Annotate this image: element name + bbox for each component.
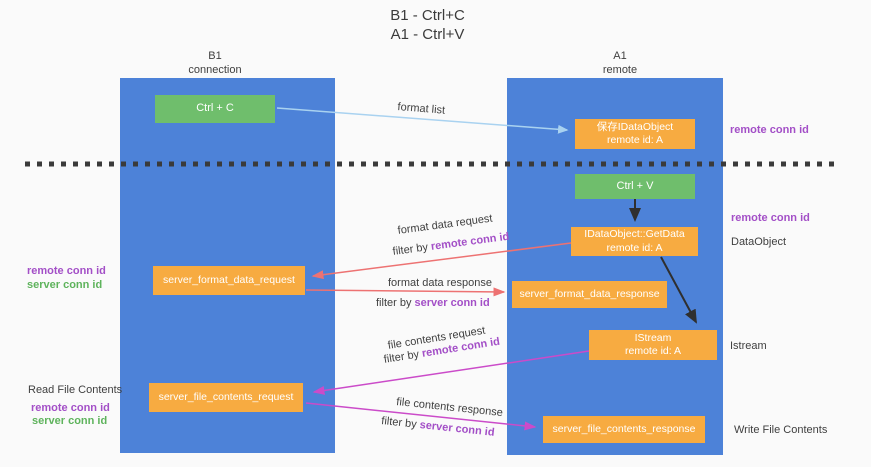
lifeline-b1-name: B1 xyxy=(208,50,222,62)
ctrl-v-label: Ctrl + V xyxy=(616,179,654,192)
server-format-data-request-label: server_format_data_request xyxy=(163,273,295,286)
format-list-label: format list xyxy=(397,101,446,117)
istream-line2: remote id: A xyxy=(624,345,682,357)
server-file-contents-request-box: server_file_contents_request xyxy=(149,383,303,412)
save-dataobject-line2: remote id: A xyxy=(606,134,664,146)
left2-server-conn-id-label: server conn id xyxy=(32,415,108,427)
filter-by-text: filter by xyxy=(392,240,432,258)
server-format-data-response-label: server_format_data_response xyxy=(519,287,660,300)
getdata-box: IDataObject::GetData remote id: A xyxy=(571,227,698,256)
format-data-response-filter-label: filter by server conn id xyxy=(376,297,490,309)
write-file-contents-label: Write File Contents xyxy=(734,424,828,436)
server-file-contents-request-label: server_file_contents_request xyxy=(158,390,294,403)
lifeline-a1-name: A1 xyxy=(613,50,627,62)
filter-by-text: filter by xyxy=(376,297,415,309)
istream-side-label: Istream xyxy=(730,340,767,352)
server-format-data-response-box: server_format_data_response xyxy=(512,281,667,308)
save-dataobject-line1: 保存IDataObject xyxy=(596,120,674,133)
read-file-contents-label: Read File Contents xyxy=(28,384,123,396)
ctrl-c-box: Ctrl + C xyxy=(155,95,275,123)
ctrl-c-label: Ctrl + C xyxy=(196,102,234,115)
server-file-contents-response-box: server_file_contents_response xyxy=(543,416,705,443)
left2-remote-conn-id-label: remote conn id xyxy=(31,402,110,414)
lifeline-b1-role: connection xyxy=(188,64,242,77)
remote-conn-id-text: remote conn id xyxy=(430,230,510,253)
format-data-request-label: format data request xyxy=(397,212,494,237)
title-line-1: B1 - Ctrl+C xyxy=(390,7,465,24)
lifeline-a1-role: remote xyxy=(602,64,638,77)
server-file-contents-response-label: server_file_contents_response xyxy=(552,422,696,435)
diagram-title: B1 - Ctrl+C A1 - Ctrl+V xyxy=(300,7,555,45)
format-data-response-label: format data response xyxy=(388,277,492,289)
ctrl-v-box: Ctrl + V xyxy=(575,174,695,199)
server-conn-id-text: server conn id xyxy=(414,297,490,309)
remote-conn-id-label-top: remote conn id xyxy=(730,124,809,136)
file-contents-response-label: file contents response xyxy=(395,396,504,420)
lifeline-header-a1: A1 remote xyxy=(510,49,730,78)
getdata-line1: IDataObject::GetData xyxy=(584,228,685,241)
file-contents-response-filter-label: filter by server conn id xyxy=(381,415,495,439)
getdata-line2: remote id: A xyxy=(606,241,663,254)
istream-line1: IStream xyxy=(634,331,672,344)
arrow-format-data-response xyxy=(305,287,506,297)
server-conn-id-text: server conn id xyxy=(419,419,496,439)
title-line-2: A1 - Ctrl+V xyxy=(390,25,465,43)
left-remote-conn-id-label: remote conn id xyxy=(27,265,106,277)
lifeline-header-b1: B1 connection xyxy=(105,49,325,78)
istream-box: IStream remote id: A xyxy=(589,330,717,360)
server-format-data-request-box: server_format_data_request xyxy=(153,266,305,295)
left-server-conn-id-label: server conn id xyxy=(27,279,103,291)
save-dataobject-box: 保存IDataObject remote id: A xyxy=(575,119,695,149)
remote-conn-id-label-mid: remote conn id xyxy=(731,212,810,224)
filter-by-text: filter by xyxy=(380,415,421,431)
dataobject-label: DataObject xyxy=(731,236,787,248)
